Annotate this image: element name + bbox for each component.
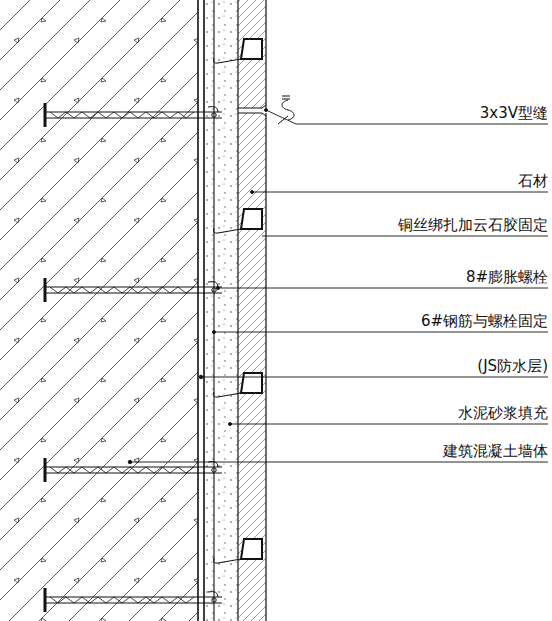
copper-wire-clip — [214, 39, 263, 63]
expansion-bolt — [45, 278, 222, 302]
concrete-wall — [0, 0, 198, 621]
joint-label: 3x3V型缝 — [480, 105, 548, 122]
expansion-bolt — [45, 588, 222, 612]
waterproof-label: (JS防水层) — [477, 358, 548, 375]
wall-label: 建筑混凝土墙体 — [443, 443, 548, 460]
mortar-fill — [205, 0, 238, 621]
rebar-label: 6#钢筋与螺栓固定 — [421, 313, 548, 330]
bolt-label: 8#膨胀螺栓 — [466, 269, 548, 286]
mortar-label: 水泥砂浆填充 — [458, 405, 548, 422]
stone-label: 石材 — [518, 173, 548, 190]
copper-wire-clip — [214, 539, 263, 563]
copper-wire-clip — [214, 209, 263, 233]
clip-label: 铜丝绑扎加云石胶固定 — [398, 217, 548, 234]
rebar — [213, 0, 214, 621]
leader-lines — [128, 109, 548, 464]
expansion-bolt — [45, 103, 222, 127]
v-joint — [238, 105, 266, 116]
